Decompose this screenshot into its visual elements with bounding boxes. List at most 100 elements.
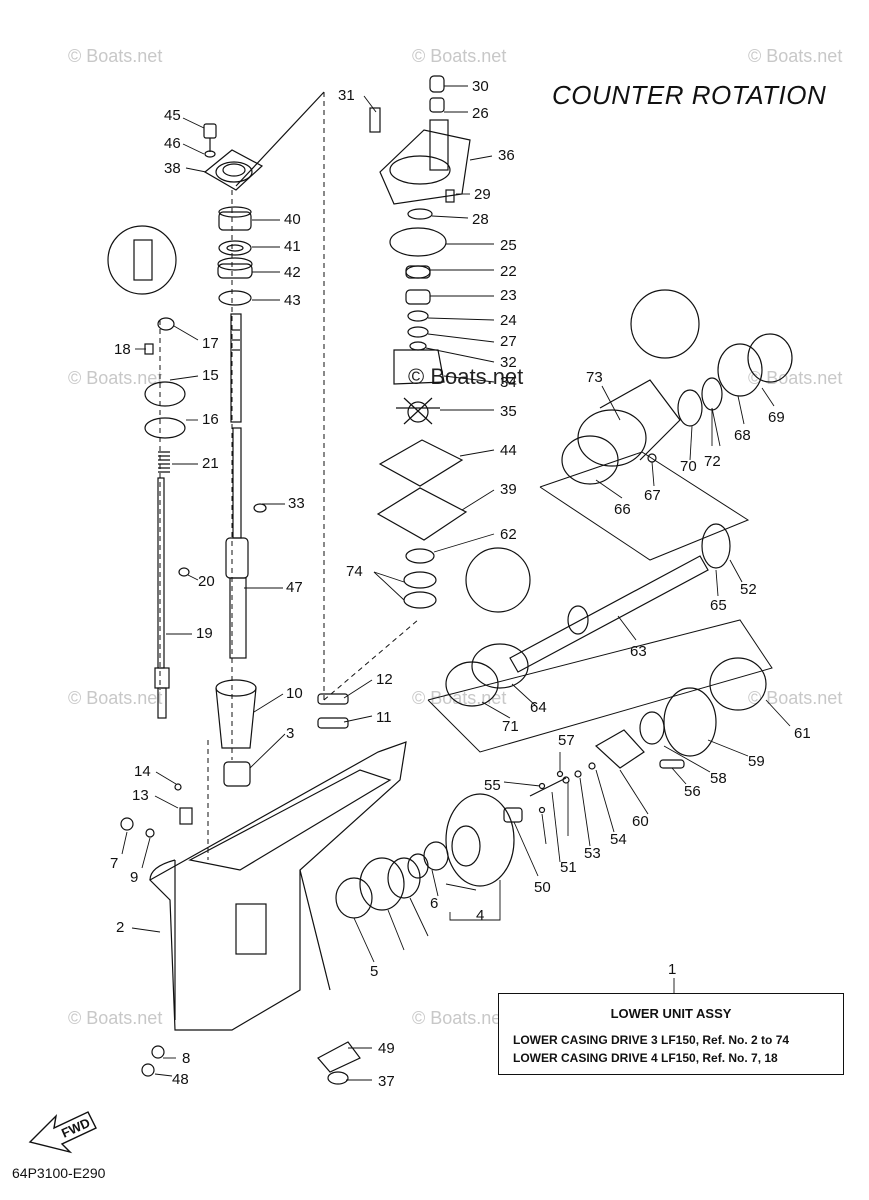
document-code: 64P3100-E290 (12, 1165, 106, 1181)
callout-56: 56 (684, 783, 701, 800)
callout-54: 54 (610, 831, 627, 848)
watermark: © Boats.net (412, 688, 507, 708)
watermark: © Boats.net (68, 688, 163, 708)
part-35-gasket (376, 487, 468, 541)
part-11-pin (317, 717, 349, 729)
callout-12: 12 (376, 671, 393, 688)
callout-38: 38 (164, 160, 181, 177)
assy-line-1: LOWER CASING DRIVE 3 LF150, Ref. No. 2 t… (513, 1033, 790, 1047)
callout-17: 17 (202, 335, 219, 352)
watermark: © Boats.net (748, 368, 843, 388)
callout-44: 44 (500, 442, 517, 459)
assy-title: LOWER UNIT ASSY (610, 1006, 732, 1021)
callout-48: 48 (172, 1071, 189, 1088)
callout-9: 9 (130, 869, 138, 886)
callout-42: 42 (284, 264, 301, 281)
callout-47: 47 (286, 579, 303, 596)
part-53-58-shift-plunger (503, 762, 596, 823)
callout-33: 33 (288, 495, 305, 512)
part-20-clip (178, 567, 190, 577)
callout-60: 60 (632, 813, 649, 830)
callout-30: 30 (472, 78, 489, 95)
part-52-propeller-shaft (509, 523, 731, 673)
callout-2: 2 (116, 919, 124, 936)
callout-5: 5 (370, 963, 378, 980)
callout-59: 59 (748, 753, 765, 770)
part-13-14-screws (120, 783, 193, 1077)
watermark: © Boats.net (68, 1008, 163, 1028)
part-2-lower-casing (149, 741, 407, 1031)
callout-14: 14 (134, 763, 151, 780)
callout-11: 11 (376, 709, 392, 726)
part-34-plate (378, 439, 464, 487)
callout-61: 61 (794, 725, 811, 742)
callout-63: 63 (630, 643, 647, 660)
callout-49: 49 (378, 1040, 395, 1057)
callout-55: 55 (484, 777, 501, 794)
watermark: © Boats.net (68, 368, 163, 388)
callout-15: 15 (202, 367, 219, 384)
watermark: © Boats.net (412, 1008, 507, 1028)
callout-69: 69 (768, 409, 785, 426)
callout-3: 3 (286, 725, 294, 742)
part-60-clutch (594, 729, 685, 769)
callout-64: 64 (530, 699, 547, 716)
fwd-arrow-icon (28, 1111, 97, 1154)
part-38-housing (203, 123, 264, 191)
watermark: © Boats.net (68, 46, 163, 66)
part-22-29-pump-seals (389, 208, 447, 385)
callout-31: 31 (338, 87, 355, 104)
callout-10: 10 (286, 685, 303, 702)
part-32-impeller (396, 397, 440, 425)
callout-67: 67 (644, 487, 661, 504)
callout-19: 19 (196, 625, 213, 642)
guide-lines (159, 92, 419, 860)
callout-32: 32 (500, 354, 517, 371)
part-68-74-bearings (647, 333, 793, 463)
part-33-key (253, 503, 267, 513)
callout-16: 16 (202, 411, 219, 428)
part-48-pinion (317, 1041, 361, 1085)
callout-28: 28 (472, 211, 489, 228)
frame-62-74 (539, 451, 750, 561)
guide-frame (235, 91, 325, 187)
callout-74: 74 (346, 563, 363, 580)
callout-21: 21 (202, 455, 219, 472)
assy-line-2: LOWER CASING DRIVE 4 LF150, Ref. No. 7, … (513, 1051, 778, 1065)
callout-71: 71 (502, 718, 519, 735)
callout-13: 13 (132, 787, 149, 804)
leader-lines (121, 85, 791, 1081)
part-62-bearing-housing (561, 379, 681, 485)
part-15-18-clutch-lever (107, 225, 186, 473)
part-63-65-71-seals (445, 643, 767, 711)
part-10-sleeve (215, 679, 257, 749)
callout-66: 66 (614, 501, 631, 518)
callout-22: 22 (500, 263, 517, 280)
part-50-51-reverse-gear (407, 793, 515, 887)
callout-20: 20 (198, 573, 215, 590)
callout-6: 6 (430, 895, 438, 912)
callout-4: 4 (476, 907, 484, 924)
callout-73: 73 (586, 369, 603, 386)
callout-70: 70 (680, 458, 697, 475)
lower-unit-assy-box: LOWER UNIT ASSY LOWER CASING DRIVE 3 LF1… (498, 993, 844, 1075)
detail-circle-39 (465, 547, 531, 613)
part-64-gear (639, 687, 717, 757)
detail-circle-62 (630, 289, 700, 359)
callout-45: 45 (164, 107, 181, 124)
callout-25: 25 (500, 237, 517, 254)
callout-29: 29 (474, 186, 491, 203)
callout-41: 41 (284, 238, 301, 255)
callout-27: 27 (500, 333, 517, 350)
part-40-43-seals (217, 206, 253, 306)
part-3-bearing (223, 761, 251, 787)
callout-26: 26 (472, 105, 489, 122)
callout-53: 53 (584, 845, 601, 862)
callout-57: 57 (558, 732, 575, 749)
part-26-pump-housing (369, 75, 471, 205)
callout-52: 52 (740, 581, 757, 598)
callout-23: 23 (500, 287, 517, 304)
callout-58: 58 (710, 770, 727, 787)
callout-24: 24 (500, 312, 517, 329)
